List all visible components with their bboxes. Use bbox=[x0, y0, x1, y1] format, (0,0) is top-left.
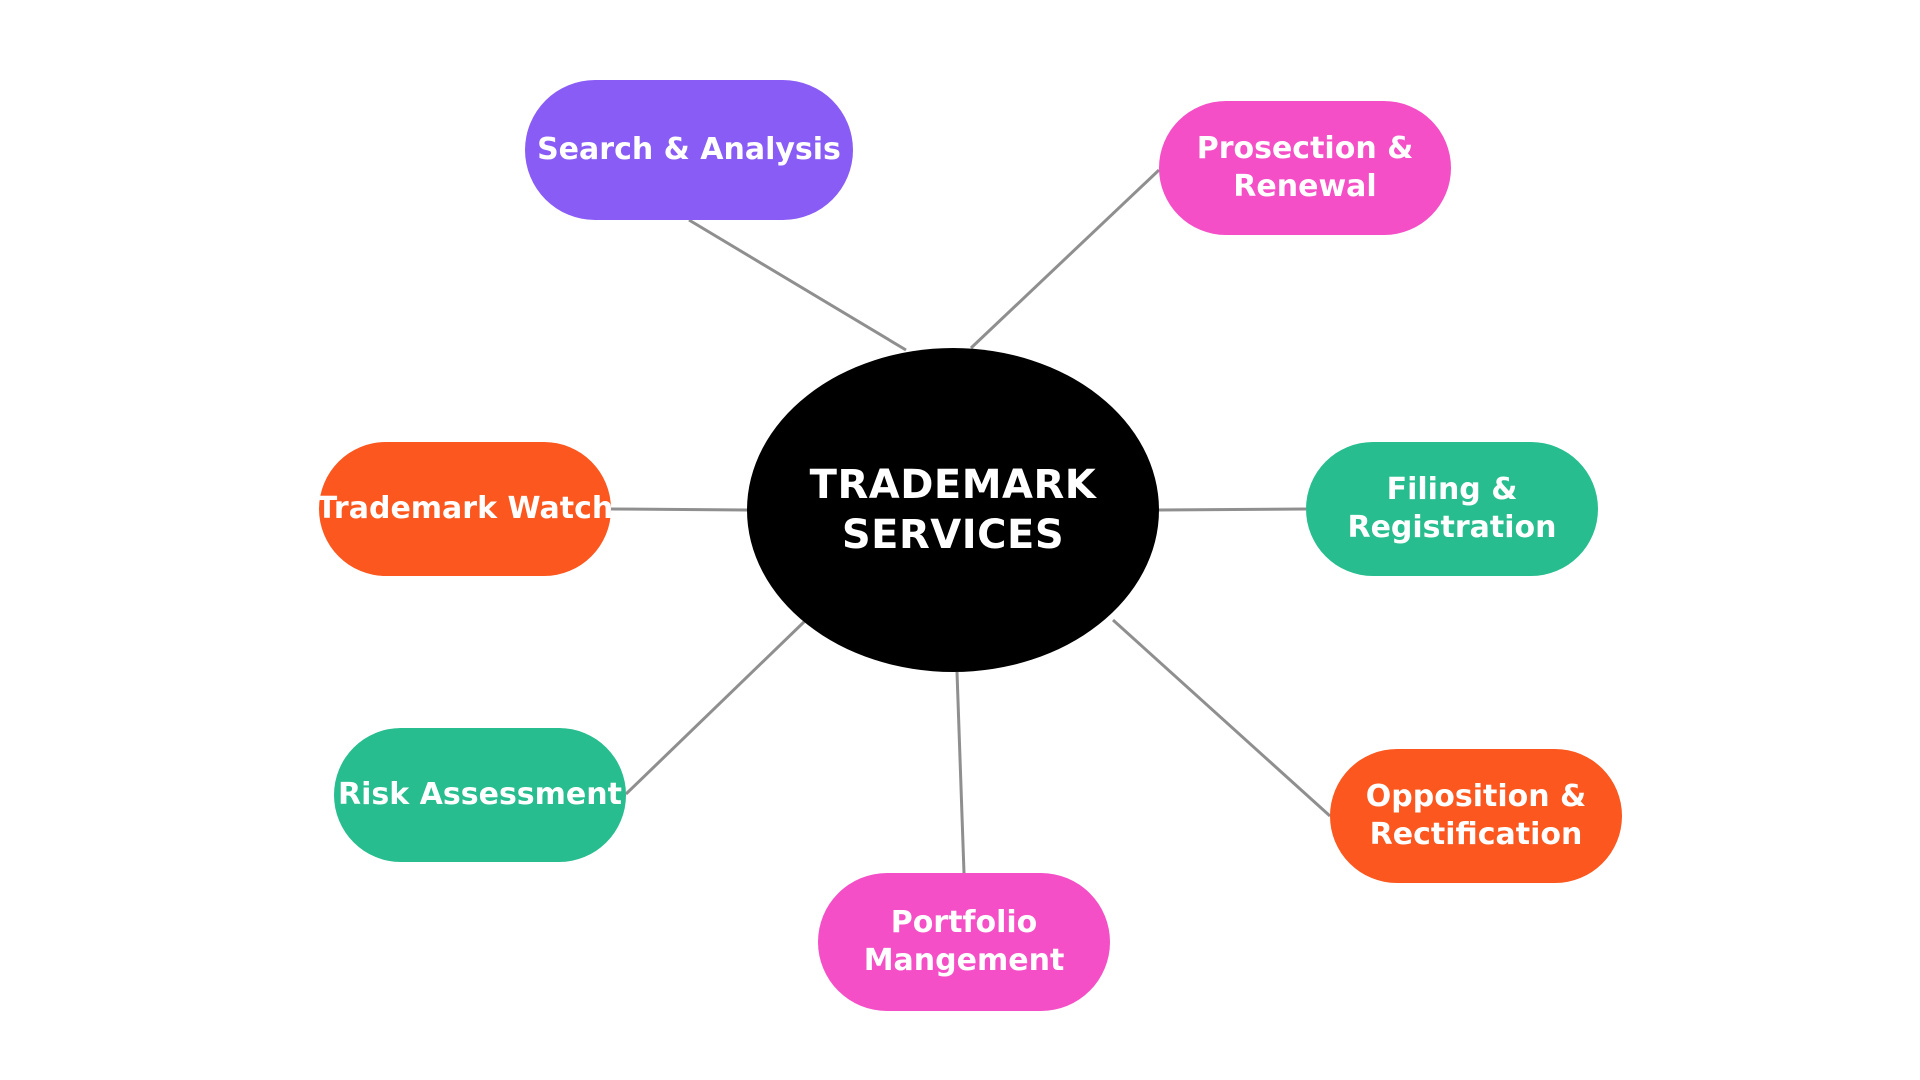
node-filing-registration[interactable]: Filing & Registration bbox=[1306, 442, 1598, 576]
connector-risk bbox=[624, 618, 808, 796]
node-label-line1: Opposition & bbox=[1365, 779, 1587, 814]
node-label-line1: Portfolio bbox=[890, 905, 1038, 940]
node-label-line2: Registration bbox=[1347, 510, 1557, 545]
node-prosection-renewal[interactable]: Prosection & Renewal bbox=[1159, 101, 1451, 235]
node-label-line2: Renewal bbox=[1233, 169, 1377, 204]
connector-search bbox=[688, 218, 907, 352]
connector-portfolio bbox=[955, 671, 966, 874]
hub-label-line2: SERVICES bbox=[841, 512, 1065, 558]
node-label-line2: Mangement bbox=[863, 943, 1065, 978]
node-label-line1: Trademark Watch bbox=[316, 491, 614, 526]
node-portfolio-mangement[interactable]: Portfolio Mangement bbox=[818, 873, 1110, 1011]
hub-label-line1: TRADEMARK bbox=[809, 462, 1097, 508]
connector-prosection bbox=[969, 168, 1161, 350]
node-label-line1: Prosection & bbox=[1196, 131, 1414, 166]
node-trademark-watch[interactable]: Trademark Watch bbox=[316, 442, 614, 576]
connector-watch bbox=[610, 507, 748, 512]
node-label-line1: Search & Analysis bbox=[537, 132, 841, 167]
connector-opposition bbox=[1111, 618, 1332, 818]
hub-trademark-services: TRADEMARK SERVICES bbox=[747, 348, 1159, 672]
node-label-line2: Rectification bbox=[1369, 817, 1583, 852]
connector-filing bbox=[1158, 507, 1307, 512]
node-risk-assessment[interactable]: Risk Assessment bbox=[334, 728, 626, 862]
node-search-analysis[interactable]: Search & Analysis bbox=[525, 80, 853, 220]
node-label-line1: Filing & bbox=[1386, 472, 1518, 507]
node-opposition-rectification[interactable]: Opposition & Rectification bbox=[1330, 749, 1622, 883]
node-label-line1: Risk Assessment bbox=[338, 777, 622, 812]
